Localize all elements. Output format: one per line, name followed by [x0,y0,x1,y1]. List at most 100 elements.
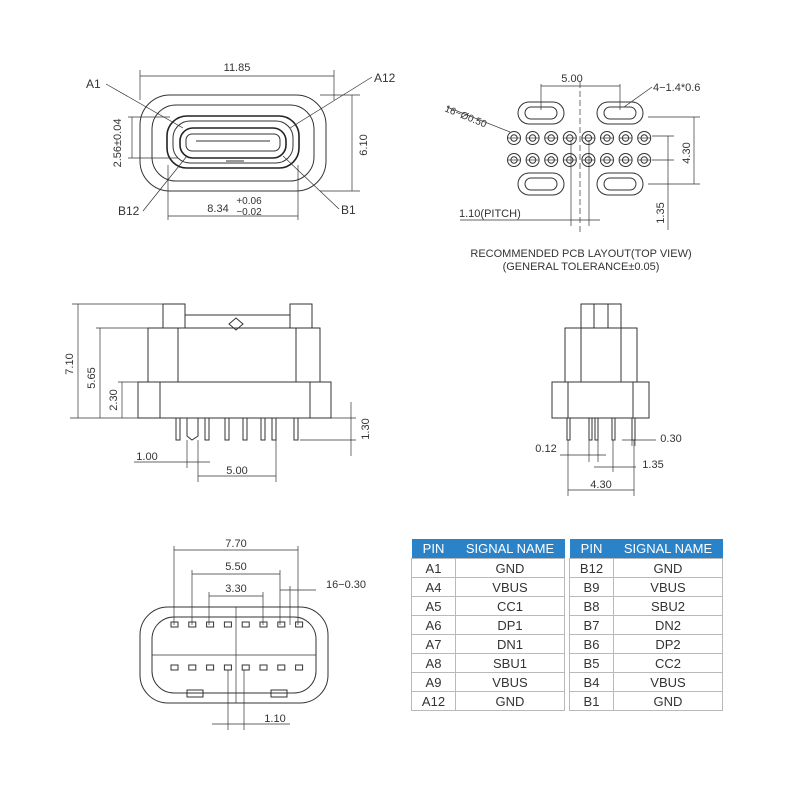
signal-cell: GND [455,558,565,578]
signal-cell: DN1 [455,634,565,654]
top-tab-right [289,303,313,329]
signal-cell: SBU1 [455,653,565,673]
front-view: 7.10 5.65 2.30 1.30 1.00 5.00 [64,303,372,482]
contact-pad [170,621,179,628]
pcb-layout: 5.00 4−1.4*0.6 16−Ø0.50 4.30 1.35 1.10(P… [443,73,701,273]
side-top-tab [580,303,622,329]
dim-side-pin-offset-label: 1.35 [642,459,663,471]
pin-cell: A12 [411,691,456,711]
contact-pad [188,664,197,671]
pad-row-bottom [170,664,304,671]
pin-cell: A8 [411,653,456,673]
pin-cell: B9 [569,577,614,597]
contact-pad [277,664,286,671]
pitch-label: 1.10(PITCH) [459,208,521,220]
outer-shell [139,94,327,192]
side-view: 0.12 0.30 1.35 4.30 [535,303,682,496]
pin-cell: B6 [569,634,614,654]
pin-cell: A4 [411,577,456,597]
dim-pitch-label: 1.10 [264,713,285,725]
front-pins [175,417,299,441]
signal-cell: GND [455,691,565,711]
flange [137,381,332,419]
dim-width-label: 11.85 [224,62,251,74]
pcb-holes [507,131,652,167]
contact-pad [259,664,268,671]
pcb-caption-line2: (GENERAL TOLERANCE±0.05) [503,261,660,273]
contact-pad [241,664,250,671]
hole-spec-label: 16−Ø0.50 [443,104,489,131]
signal-cell: SBU2 [613,596,723,616]
dim-height-label: 6.10 [358,134,370,155]
signal-cell: VBUS [455,577,565,597]
pad-row-top [170,621,304,628]
dim-pin-offset-label: 1.00 [136,451,157,463]
pin-cell: A6 [411,615,456,635]
pin-b12-label: B12 [118,204,140,218]
receptacle-opening [166,115,300,169]
dim-row-offset-label: 1.35 [655,202,667,223]
pin-cell: B1 [569,691,614,711]
opening-inner [172,120,294,164]
slot-bottom-right [596,172,644,196]
pin-cell: B5 [569,653,614,673]
dim-opening-tol-plus: +0.06 [236,196,262,207]
signal-cell: VBUS [613,672,723,692]
signal-cell: DP1 [455,615,565,635]
pin-a12-label: A12 [374,71,396,85]
shell-inner-edge [151,104,315,182]
bottom-slot-right [270,689,288,698]
signal-cell: VBUS [455,672,565,692]
bottom-view: 7.70 5.50 3.30 16−0.30 1.10 [139,538,366,730]
dim-pin-length-label: 1.30 [360,418,372,439]
pin-b1-label: B1 [341,203,356,217]
dim-body-height-label: 5.65 [86,367,98,388]
pad-spec-label: 16−0.30 [326,579,366,591]
pin-cell: A9 [411,672,456,692]
slot-size-label: 4−1.4*0.6 [653,82,700,94]
signal-cell: GND [613,691,723,711]
dim-pin-width-label: 0.12 [535,443,556,455]
bottom-slot-left [186,689,204,698]
contact-pad [223,621,232,628]
tongue [185,133,281,152]
bottom-pads [170,621,304,671]
dim-row-span-label: 4.30 [681,142,693,163]
pcb-hole-row-bottom [507,153,652,167]
column-header-pin: PIN [569,539,614,559]
dim-mid-span-label: 5.50 [225,561,246,573]
upper-body [147,327,321,383]
dim-total-height-label: 7.10 [64,353,76,374]
dim-opening-tol-minus: −0.02 [236,207,262,218]
contact-pad [223,664,232,671]
contact-pad [277,621,286,628]
pin-cell: B12 [569,558,614,578]
dim-outer-span-label: 7.70 [225,538,246,550]
contact-pad [259,621,268,628]
column-header-signal: SIGNAL NAME [455,539,565,559]
pin-a1-label: A1 [86,77,101,91]
dim-slot-spacing-label: 5.00 [561,73,582,85]
signal-cell: VBUS [613,577,723,597]
dim-pin-thickness-label: 0.30 [660,433,681,445]
slot-bottom-left [517,172,565,196]
dim-side-leg-spacing-label: 4.30 [590,479,611,491]
pin-cell: A1 [411,558,456,578]
pin-cell: A5 [411,596,456,616]
contact-pad [206,664,215,671]
bottom-outer-shell [139,606,329,704]
